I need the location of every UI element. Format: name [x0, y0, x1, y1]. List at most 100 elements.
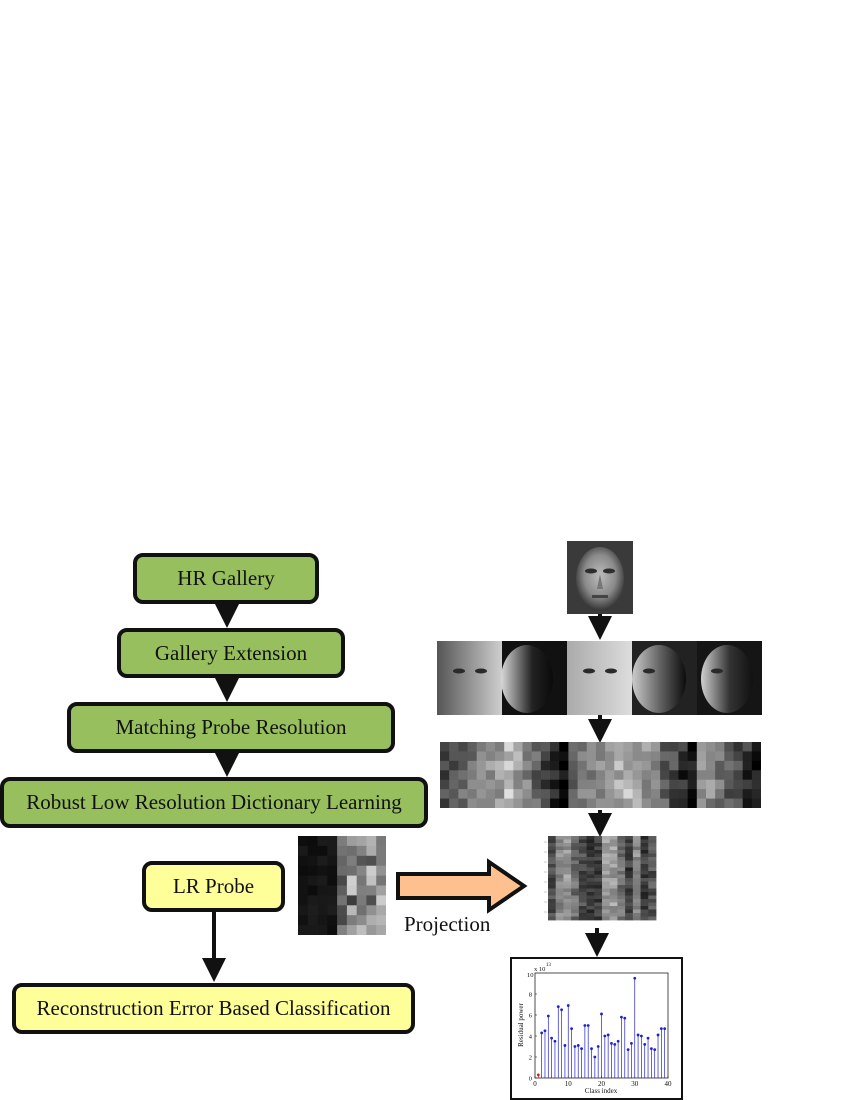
dictionary-cell [625, 888, 634, 893]
dictionary-cell [632, 867, 641, 872]
dictionary-cell [548, 878, 557, 882]
lr-pixel [577, 742, 588, 752]
probe-pixel [327, 865, 338, 876]
extended-gallery-image [437, 641, 762, 715]
dictionary-cell [586, 874, 595, 879]
projection-arrow [396, 858, 528, 914]
probe-pixel [317, 915, 328, 926]
lr-pixel [641, 779, 652, 790]
dictionary-cell [586, 878, 595, 882]
dictionary-cell [602, 899, 611, 903]
x-tick-label: 10 [565, 1080, 573, 1088]
dictionary-cell [594, 913, 603, 917]
dictionary-cell [632, 895, 641, 900]
lr-pixel [751, 789, 761, 800]
dictionary-cell [563, 888, 572, 893]
lr-pixel [669, 760, 679, 771]
dictionary-cell [548, 902, 557, 907]
dictionary-cell [609, 899, 618, 903]
dictionary-cell [594, 867, 603, 872]
dictionary-cell [640, 909, 649, 914]
dictionary-cell [586, 853, 595, 858]
probe-pixel [298, 855, 309, 867]
dictionary-cell [594, 864, 603, 868]
dictionary-cell [617, 839, 626, 844]
stem-marker [649, 1047, 653, 1050]
lr-pixel [641, 751, 652, 762]
lr-pixel [467, 770, 478, 781]
dictionary-cell [609, 839, 618, 844]
probe-pixel [346, 855, 358, 867]
probe-pixel [307, 875, 318, 886]
lr-pixel [495, 789, 505, 800]
dictionary-cell [578, 906, 587, 910]
dictionary-cell [640, 846, 649, 851]
lr-pixel [650, 770, 661, 781]
dictionary-cell [648, 867, 657, 872]
probe-pixel [356, 875, 367, 886]
dictionary-cell [617, 909, 626, 914]
probe-pixel [366, 836, 377, 847]
dictionary-cell [571, 916, 580, 921]
probe-pixel [327, 915, 338, 926]
lr-pixel [696, 789, 707, 800]
dictionary-cell [617, 888, 626, 893]
stem-marker [653, 1048, 657, 1052]
x-tick-label: 0 [533, 1080, 537, 1088]
lr-pixel [605, 789, 615, 800]
dictionary-cell [563, 864, 572, 868]
lr-pixel [742, 760, 753, 771]
dictionary-cell [625, 899, 634, 903]
dictionary-cell [602, 839, 611, 844]
lr-pixel [595, 798, 606, 808]
stem-marker [643, 1043, 647, 1046]
lr-pixel [485, 798, 496, 808]
lr-pixel [476, 751, 487, 762]
lr-pixel [586, 751, 597, 762]
dictionary-cell [640, 916, 649, 921]
dictionary-cell [625, 857, 634, 861]
dictionary-cell [640, 860, 649, 865]
stem-marker [566, 1004, 570, 1007]
y-tick-label: 0 [529, 1075, 532, 1082]
stem-marker [613, 1043, 617, 1046]
dictionary-cell [625, 909, 634, 914]
probe-pixel [376, 875, 386, 886]
dictionary-cell [571, 871, 580, 875]
dictionary-cell [648, 916, 657, 921]
dictionary-image [536, 836, 658, 928]
stem-marker [593, 1055, 597, 1059]
lr-pixel [742, 751, 753, 762]
lr-pixel [485, 789, 496, 800]
dictionary-cell [548, 913, 557, 917]
y-multiplier-base: 10 [527, 972, 534, 979]
lr-pixel [440, 742, 450, 752]
lr-probe-box: LR Probe [142, 861, 285, 912]
dictionary-cell [586, 906, 595, 910]
lr-pixel [696, 798, 707, 808]
dictionary-cell [548, 846, 557, 851]
lr-pixel [440, 760, 450, 771]
dictionary-cell [571, 892, 580, 896]
probe-pixel [307, 925, 318, 935]
stem-marker [556, 1005, 560, 1008]
stem-marker [656, 1033, 660, 1037]
lr-pixel [715, 789, 725, 800]
dictionary-cell [625, 871, 634, 875]
probe-pixel [356, 915, 367, 926]
probe-pixel [298, 925, 309, 935]
lr-pixel [705, 770, 716, 781]
dictionary-cell [648, 864, 657, 868]
dictionary-cell [586, 881, 595, 886]
lr-pixel [550, 742, 560, 752]
dictionary-cell [594, 836, 603, 840]
dictionary-cell [594, 846, 603, 851]
lr-pixel [614, 770, 624, 781]
dictionary-cell [578, 895, 587, 900]
dictionary-cell [617, 895, 626, 900]
lr-pixel [632, 779, 643, 790]
dictionary-cell [609, 902, 618, 907]
dictionary-cell [640, 906, 649, 910]
dictionary-cell [548, 895, 557, 900]
probe-pixel [376, 925, 386, 935]
